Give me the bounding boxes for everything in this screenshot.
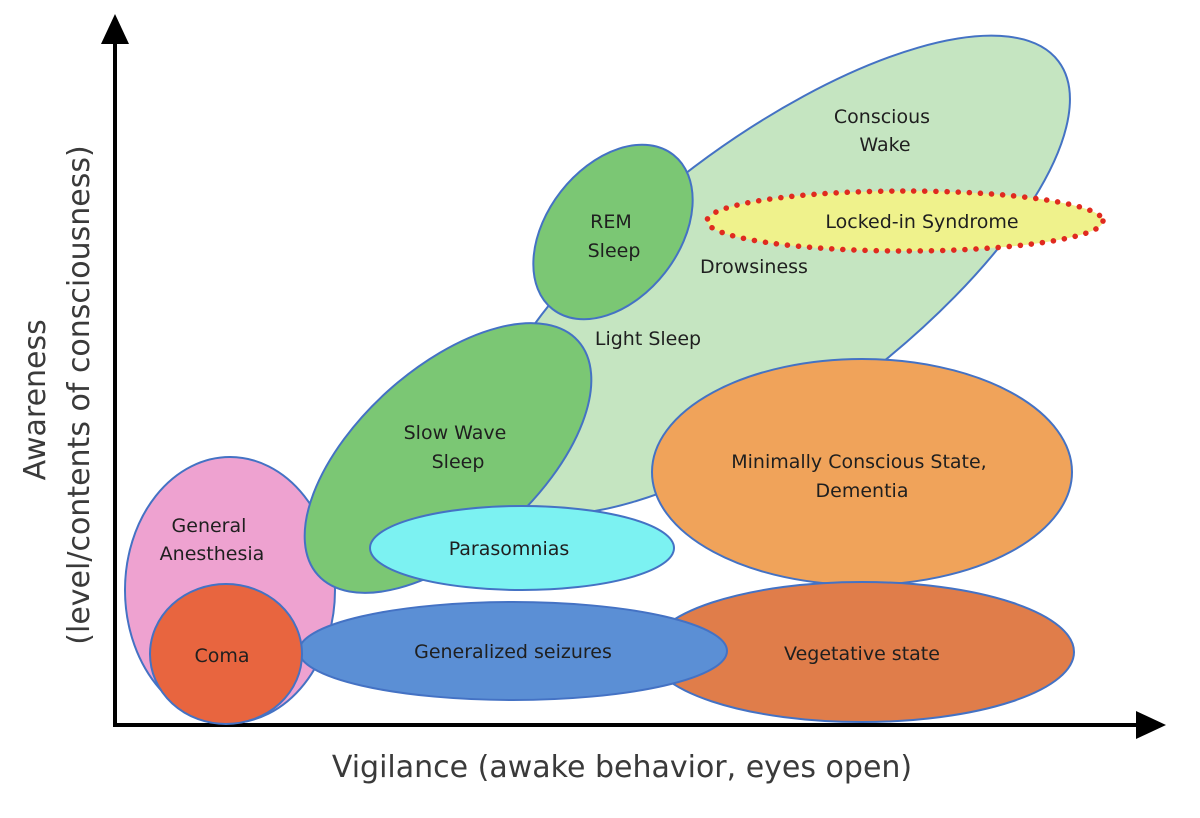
- rem-sleep-label: REM Sleep: [588, 211, 641, 262]
- rem-sleep-region: [532, 143, 694, 321]
- x-axis-arrowhead: [1136, 711, 1166, 739]
- axes: [101, 14, 1166, 739]
- generalized-seizures-label: Generalized seizures: [414, 641, 612, 663]
- conscious-wake-label: Conscious Wake: [834, 106, 936, 156]
- minimally-conscious-label: Minimally Conscious State, Dementia: [731, 451, 993, 502]
- slow-wave-sleep-label: Slow Wave Sleep: [404, 422, 513, 473]
- y-axis-title: Awareness (level/contents of consciousne…: [18, 145, 97, 644]
- parasomnias-region: [369, 505, 675, 591]
- light-sleep-label: Light Sleep: [595, 328, 701, 350]
- coma-label: Coma: [194, 645, 249, 667]
- y-axis-arrowhead: [101, 14, 129, 44]
- locked-in-syndrome-label: Locked-in Syndrome: [825, 211, 1018, 233]
- drowsiness-label: Drowsiness: [700, 256, 808, 278]
- parasomnias-label: Parasomnias: [449, 538, 570, 560]
- vegetative-state-label: Vegetative state: [784, 643, 940, 665]
- coma-region: [149, 583, 303, 725]
- general-anesthesia-label: General Anesthesia: [160, 515, 265, 565]
- x-axis-title: Vigilance (awake behavior, eyes open): [332, 750, 912, 785]
- locked-in-syndrome-region: [704, 188, 1106, 254]
